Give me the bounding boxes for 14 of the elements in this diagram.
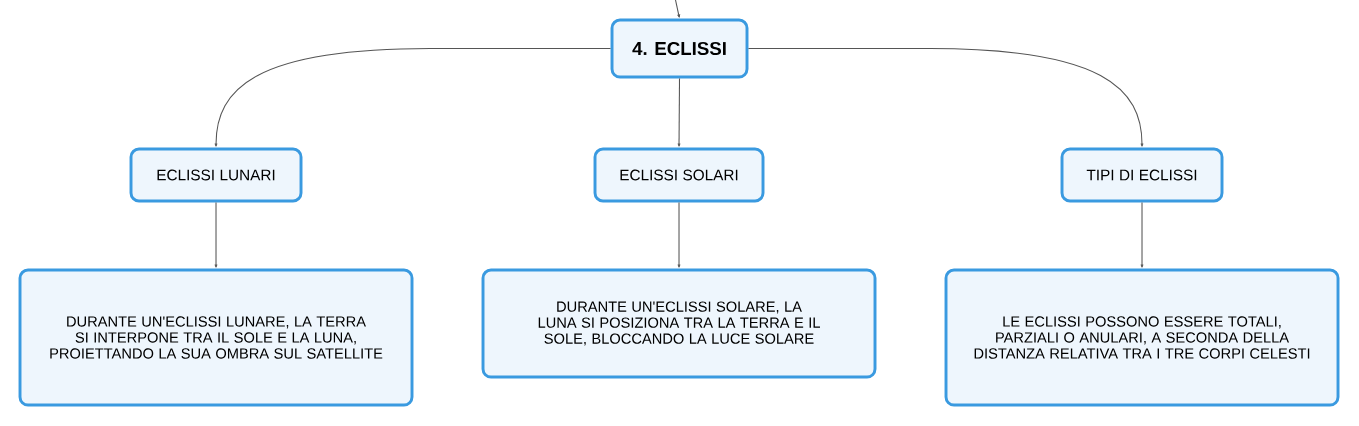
subtopic-box: ECLISSI SOLARI <box>593 147 765 203</box>
arrow <box>747 47 1144 147</box>
description-box: LE ECLISSI POSSONO ESSERE TOTALI, PARZIALI O ANULARI, A SECONDA DELLA DISTANZA RELATIVA TRA I TRE CORPI CELESTI <box>944 268 1340 407</box>
arrow <box>1140 201 1144 268</box>
arrow <box>214 201 218 268</box>
topic-box: 4. ECLISSI <box>610 18 749 79</box>
description-box: DURANTE UN'ECLISSI SOLARE, LA LUNA SI POSIZIONA TRA LA TERRA E IL SOLE, BLOCCANDO LA LUCE SOLARE <box>481 268 877 379</box>
arrow <box>677 77 681 147</box>
arrow <box>677 201 681 268</box>
subtopic-box: ECLISSI LUNARI <box>129 147 303 203</box>
subtopic-box: TIPI DI ECLISSI <box>1060 147 1224 203</box>
arrow <box>674 0 681 18</box>
arrow <box>214 47 612 147</box>
description-box: DURANTE UN'ECLISSI LUNARE, LA TERRA SI INTERPONE TRA IL SOLE E LA LUNA, PROIETTANDO LA SUA OMBRA SUL SATELLITE <box>18 268 414 407</box>
